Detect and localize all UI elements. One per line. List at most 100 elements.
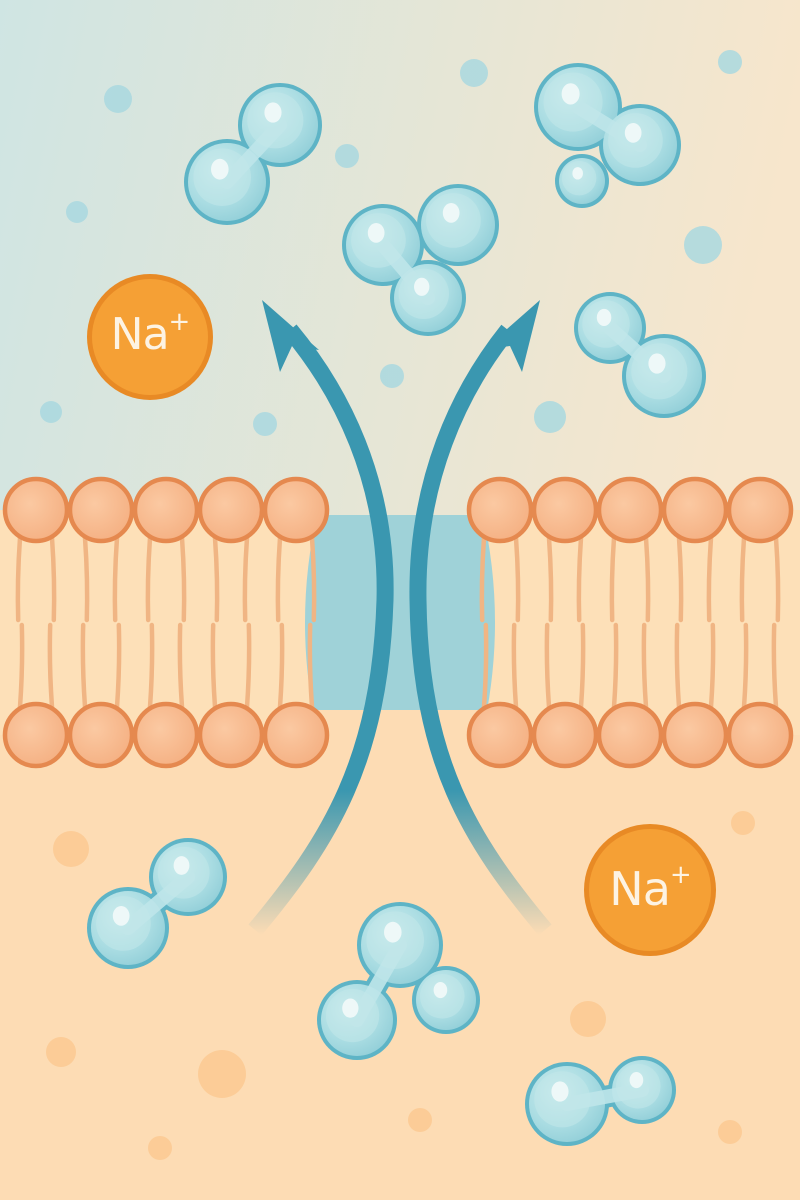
lipid-tail [643, 535, 651, 623]
particle-dot [731, 811, 755, 835]
particle-dot [148, 1136, 172, 1160]
lipid-tail [112, 535, 120, 623]
lipid-tail [147, 622, 155, 710]
arrow-head [262, 300, 319, 372]
membrane-right [466, 476, 800, 769]
highlight [572, 167, 583, 180]
highlight [561, 83, 580, 105]
highlight [384, 921, 402, 943]
lipid-tail [706, 535, 714, 623]
highlight [264, 102, 282, 123]
phospholipid-head [2, 476, 70, 544]
sodium-ion-icon [87, 274, 213, 400]
particle-dot [570, 1001, 606, 1037]
bilayer-core [0, 510, 318, 735]
left-arrow-icon [248, 300, 394, 936]
particle-dot [335, 144, 359, 168]
bilayer-core [482, 510, 800, 735]
lipid-tail [546, 535, 554, 623]
particle-dot [40, 401, 62, 423]
particle-dot [104, 85, 132, 113]
background-particles [40, 50, 755, 1160]
phospholipid-head [531, 701, 599, 769]
lipid-tail [544, 622, 552, 710]
lipid-tail [177, 622, 185, 710]
channel-pore [300, 515, 500, 710]
highlight [112, 905, 130, 926]
phospholipid-head [2, 701, 70, 769]
arrow-shaft [409, 324, 552, 936]
phospholipid-head [466, 701, 534, 769]
lipid-tail [277, 622, 285, 710]
highlight [342, 998, 359, 1018]
particle-dot [534, 401, 566, 433]
lipid-tail [481, 622, 489, 710]
phospholipid-head [466, 476, 534, 544]
water-molecule-icon [525, 1056, 676, 1146]
highlight [551, 1081, 569, 1102]
lipid-tail [479, 535, 487, 623]
lipid-tail [676, 535, 684, 623]
lipid-tail [80, 622, 88, 710]
lipid-tail [82, 535, 90, 623]
highlight [442, 202, 460, 223]
lipid-tail [773, 535, 781, 623]
highlight [624, 122, 642, 143]
lipid-tail [49, 535, 57, 623]
lipid-tail [771, 622, 779, 710]
transport-arrows [248, 300, 552, 936]
lipid-bilayer [0, 476, 800, 769]
lipid-tail [708, 622, 716, 710]
water-molecule-icon [342, 184, 499, 336]
highlight [596, 308, 612, 327]
lipid-tail [179, 535, 187, 623]
phospholipid-head [531, 476, 599, 544]
phospholipid-head [262, 476, 330, 544]
phospholipid-head [67, 701, 135, 769]
lipid-tail [609, 535, 617, 623]
particle-dot [718, 50, 742, 74]
water-molecule-icon [317, 902, 480, 1060]
phospholipid-head [197, 701, 265, 769]
phospholipid-head [132, 476, 200, 544]
phospholipid-head [262, 701, 330, 769]
phospholipid-head [596, 476, 664, 544]
lipid-tail [114, 622, 122, 710]
highlight [629, 1072, 644, 1089]
water-molecules [87, 63, 706, 1146]
particle-dot [684, 226, 722, 264]
membrane-left [0, 476, 330, 769]
lipid-tail [17, 622, 25, 710]
arrow-shaft [248, 324, 394, 936]
lipid-tail [576, 535, 584, 623]
lipid-tail [307, 622, 315, 710]
highlight [433, 982, 448, 999]
particle-dot [408, 1108, 432, 1132]
particle-dot [380, 364, 404, 388]
lipid-tail [244, 622, 252, 710]
particle-dot [253, 412, 277, 436]
water-molecule-icon [87, 838, 227, 969]
lipid-tail [674, 622, 682, 710]
lipid-tail [210, 622, 218, 710]
highlight [211, 158, 229, 180]
lipid-tail [641, 622, 649, 710]
particle-dot [66, 201, 88, 223]
lipid-tail [513, 535, 521, 623]
phospholipid-head [596, 701, 664, 769]
water-molecule-icon [534, 63, 681, 208]
highlight [414, 277, 430, 296]
particle-dot [198, 1050, 246, 1098]
lipid-tail [212, 535, 220, 623]
particle-dot [46, 1037, 76, 1067]
arrow-head [483, 300, 540, 372]
particle-dot [718, 1120, 742, 1144]
phospholipid-head [661, 476, 729, 544]
phospholipid-head [197, 476, 265, 544]
phospholipid-head [726, 476, 794, 544]
lipid-tail [47, 622, 55, 710]
lipid-tail [15, 535, 23, 623]
water-molecule-icon [184, 83, 322, 225]
